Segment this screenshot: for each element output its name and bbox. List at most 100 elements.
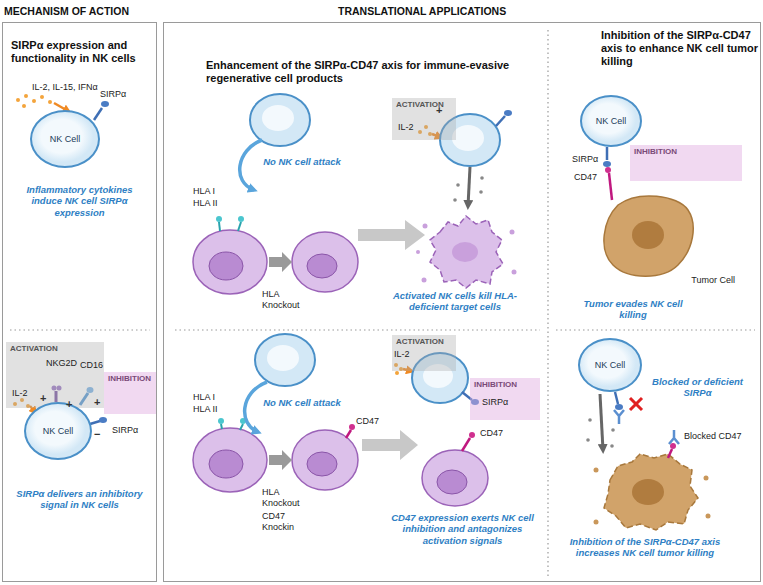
signal-sign: +: [436, 104, 442, 117]
cytokines: [32, 99, 36, 103]
sirpa-receptors: [90, 421, 100, 424]
cytotoxic-granules: [479, 190, 483, 194]
lysed-tumor-cell: [594, 520, 599, 525]
panel-heading: Inhibition of the SIRPα-CD47 axis to enh…: [601, 29, 759, 69]
signal-box: ACTIVATION: [392, 98, 456, 140]
hla-receptors: [218, 418, 224, 424]
cytotoxic-granules: [610, 444, 614, 448]
cd47-ligands: [670, 443, 676, 449]
killing-arrows: [600, 394, 603, 450]
target-cells: [193, 230, 267, 294]
tumor-shape: [598, 190, 698, 285]
cytokines: [395, 371, 399, 375]
cytokines: [40, 95, 44, 99]
lysed-tumor-cell: [594, 468, 599, 473]
caption-text: Activated NK cells kill HLA-deficient ta…: [380, 290, 530, 313]
hla-receptors: [216, 216, 246, 430]
node-label: Tumor Cell: [691, 275, 735, 285]
node-label: NK Cell: [596, 116, 627, 126]
blocking-antibodies: [669, 430, 679, 444]
caption-text: No NK cell attack: [262, 397, 342, 408]
lysed-target-cell: [512, 270, 517, 275]
molecule-label: CD47: [574, 172, 597, 183]
transition-arrows: [269, 252, 292, 272]
nk-cell: NK Cell: [30, 110, 100, 168]
hla-receptors: [238, 222, 241, 231]
tumor-shape: [632, 221, 664, 249]
target-cells: [307, 254, 337, 278]
blocking-antibodies: [614, 410, 679, 444]
caption-text: Blocked or deficient SIRPα: [650, 376, 745, 399]
molecule-label: HLA I: [193, 186, 215, 197]
molecule-label: HLA II: [193, 404, 218, 415]
signal-sign: +: [40, 392, 46, 405]
divider-lines: [175, 329, 540, 330]
node-label: NK Cell: [595, 360, 626, 370]
molecule-label: SIRPα: [482, 397, 508, 408]
node-label: ACTIVATION: [396, 337, 444, 346]
molecule-label: IL-2, IL-15, IFNα: [32, 82, 98, 93]
sirpa-receptors: [504, 110, 512, 116]
caption-text: SIRPα delivers an inhibitory signal in N…: [12, 488, 147, 511]
nk-cells: [262, 105, 294, 131]
sirpa-receptors: [99, 417, 107, 423]
hla-receptors: [219, 222, 220, 231]
lysed-tumor-cell: [604, 454, 698, 530]
caption-text: Inhibition of the SIRPα-CD47 axis increa…: [565, 536, 725, 559]
cd47-ligands: [346, 430, 351, 438]
lysed-target-cell: [430, 216, 503, 288]
signal-box: INHIBITION: [630, 145, 742, 181]
molecule-label: HLA I: [193, 392, 215, 403]
cytotoxic-granules: [588, 418, 592, 422]
killing-arrows: [468, 167, 470, 206]
lysed-tumor-cell: [594, 468, 711, 525]
nk-cells: [250, 94, 310, 146]
deficiency-cross: [630, 398, 642, 410]
sirpa-receptors: [615, 392, 618, 404]
target-cells: [209, 450, 243, 478]
divider-lines: [547, 30, 548, 578]
cytotoxic-granules: [453, 198, 457, 202]
molecule-label: HLA Knockout: [262, 487, 308, 509]
node-label: INHIBITION: [108, 374, 151, 383]
cytokines: [22, 104, 26, 108]
sirpa-receptors: [615, 404, 623, 410]
target-cells: [307, 452, 337, 476]
node-label: INHIBITION: [474, 380, 517, 389]
lysed-tumor-cell: [594, 454, 711, 530]
molecule-label: IL-2: [398, 122, 414, 133]
hla-receptors: [221, 424, 222, 429]
molecule-label: CD47 Knockin: [262, 511, 308, 533]
sirpa-receptors: [90, 101, 623, 424]
cytokines: [16, 98, 20, 102]
lysed-target-cell: [423, 224, 428, 229]
tumor-cell: Tumor Cell: [598, 190, 735, 285]
molecule-label: HLA II: [193, 198, 218, 209]
lysed-target-cell: [416, 216, 517, 288]
lysed-target-cell: [510, 230, 515, 235]
section-header: TRANSLATIONAL APPLICATIONS: [338, 5, 506, 18]
caption-text: No NK cell attack: [262, 156, 342, 167]
signal-box: ACTIVATION: [6, 342, 104, 408]
target-cells: [292, 232, 358, 292]
divider-lines: [10, 329, 150, 330]
cd47-ligands: [349, 424, 355, 430]
molecule-label: IL-2: [394, 349, 410, 360]
target-cells: [422, 450, 488, 506]
caption-text: Tumor evades NK cell killing: [578, 298, 688, 321]
sirpa-receptors: [603, 161, 611, 167]
node-label: NK Cell: [50, 134, 81, 144]
target-cells: [292, 430, 358, 490]
node-label: INHIBITION: [634, 147, 677, 156]
target-cells: [437, 470, 467, 494]
cd47-ligands: [609, 173, 612, 200]
nk-cells: [250, 94, 500, 403]
transition-arrows: [269, 450, 292, 470]
sirpa-receptors: [496, 116, 505, 126]
target-cells: [193, 428, 267, 492]
sirpa-receptors: [606, 147, 609, 160]
deficiency-cross: [630, 398, 642, 410]
cd47-ligands: [462, 438, 470, 451]
nk-cells: [267, 345, 299, 371]
